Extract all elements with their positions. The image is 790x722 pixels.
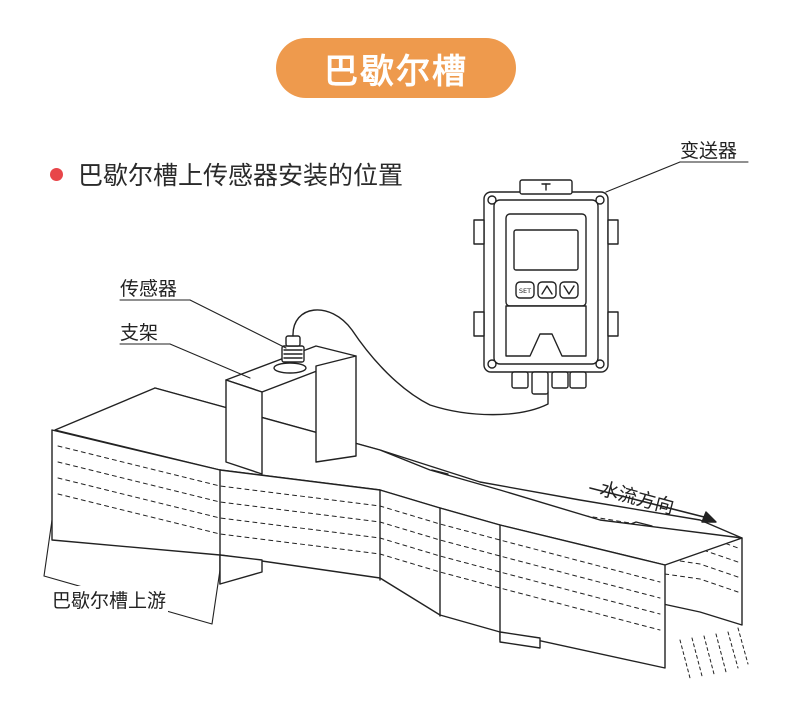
chevron-down-icon bbox=[563, 285, 575, 295]
down-key bbox=[559, 281, 579, 299]
upstream-label: 巴歇尔槽上游 bbox=[50, 586, 169, 613]
flow-direction-arrow bbox=[589, 487, 717, 523]
ultrasonic-sensor bbox=[281, 335, 305, 363]
flume-skirts bbox=[219, 554, 541, 649]
set-key bbox=[515, 281, 535, 299]
transmitter-keys: SET bbox=[515, 281, 579, 299]
bullet-dot-icon bbox=[50, 167, 63, 181]
flume-front-wall-dashes bbox=[57, 445, 661, 631]
title-banner: 巴歇尔槽 bbox=[276, 38, 516, 98]
up-key bbox=[537, 281, 557, 299]
subtitle-row: 巴歇尔槽上传感器安装的位置 bbox=[50, 156, 403, 192]
sensor-bracket bbox=[225, 345, 357, 475]
sensor-label: 传感器 bbox=[120, 278, 178, 300]
sensor-cable bbox=[292, 309, 549, 416]
bracket-label: 支架 bbox=[120, 322, 159, 344]
flume-channel bbox=[51, 387, 749, 679]
lcd-display bbox=[513, 229, 579, 271]
subtitle-text: 巴歇尔槽上传感器安装的位置 bbox=[78, 161, 404, 190]
page-title: 巴歇尔槽 bbox=[324, 51, 468, 92]
set-key-label: SET bbox=[519, 287, 531, 295]
chevron-up-icon bbox=[541, 285, 553, 295]
outlet-water-dashes bbox=[679, 627, 749, 679]
transmitter-label: 变送器 bbox=[680, 140, 738, 162]
transmitter-housing bbox=[473, 179, 619, 395]
